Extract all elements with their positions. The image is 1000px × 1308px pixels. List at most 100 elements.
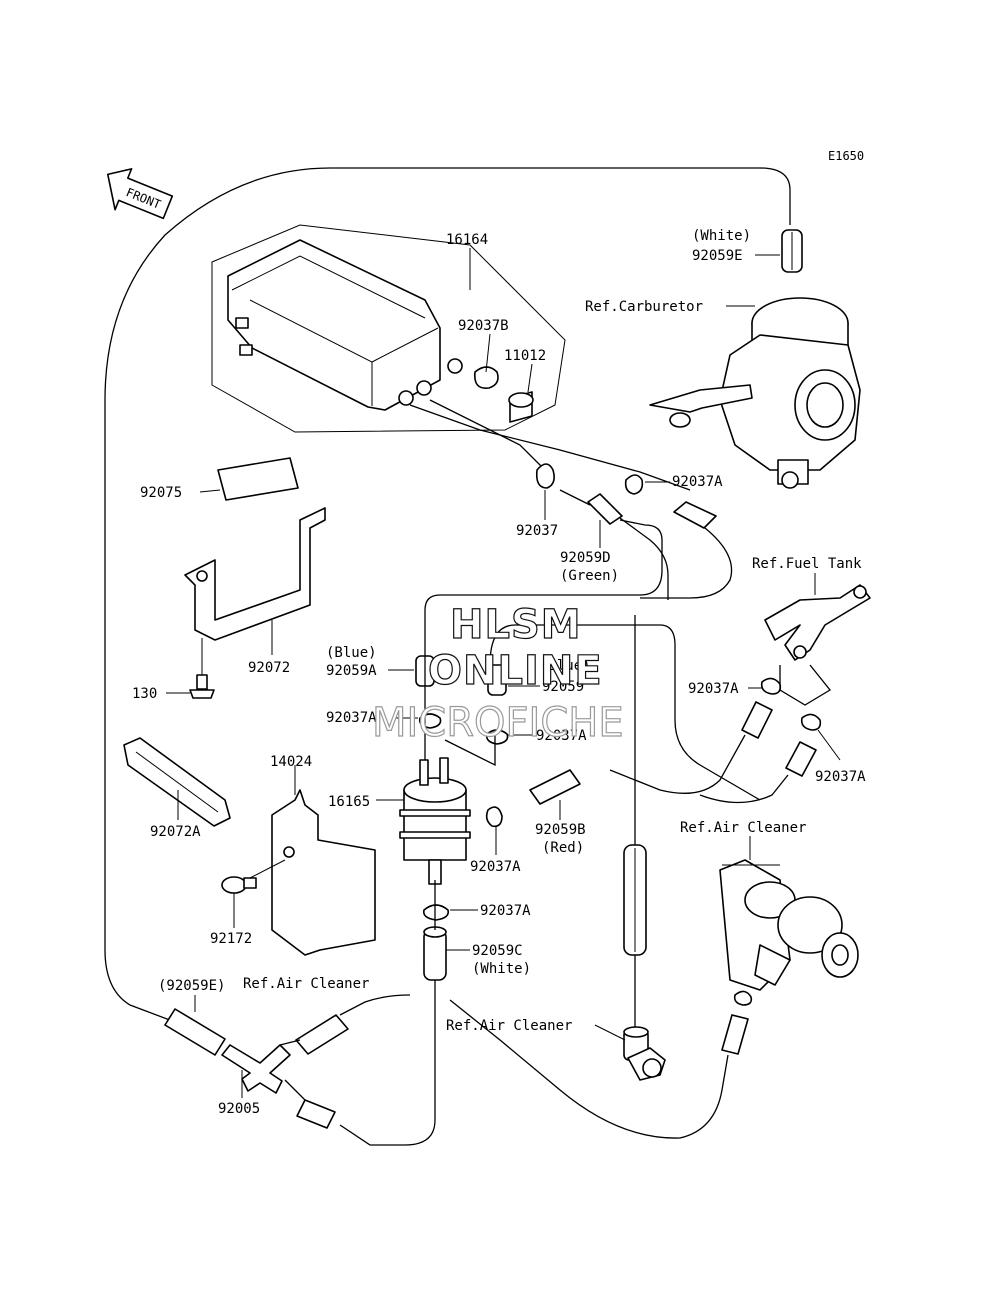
hose-pump-upper	[424, 519, 663, 760]
hose-carb-icon	[673, 501, 717, 529]
label-92059e-ref: (92059E)	[158, 978, 225, 994]
fuel-tank-fitting-icon	[764, 584, 871, 661]
hose-tank-lines	[609, 734, 789, 804]
canister-16164	[227, 239, 463, 411]
fuel-pump-16165	[399, 757, 471, 885]
hose-air-cleaner-left	[339, 994, 411, 1016]
bracket-92072-icon	[184, 507, 326, 641]
hose-92059e-ref-icon	[164, 1008, 226, 1056]
hose-canister-carb	[409, 404, 691, 491]
label-92059b-color: (Red)	[542, 840, 584, 856]
leader-92075	[199, 489, 221, 493]
clip-92037a-4-icon	[422, 904, 450, 921]
ref-carburetor: Ref.Carburetor	[585, 299, 703, 315]
label-11012: 11012	[504, 348, 546, 364]
label-92059e: 92059E	[692, 248, 743, 264]
watermark-line1: HLSM	[450, 602, 582, 648]
label-92059a: 92059A	[326, 663, 377, 679]
leader-92037b	[485, 333, 491, 373]
watermark-line2: ONLINE	[428, 648, 603, 694]
label-14024: 14024	[270, 754, 312, 770]
clip-92037a-5-icon	[624, 474, 644, 495]
leader-92037a-7	[817, 729, 841, 761]
air-cleaner-right-icon	[719, 859, 859, 1006]
label-92075: 92075	[140, 485, 182, 501]
clip-92037-icon	[535, 463, 555, 489]
hose-92059b-icon	[529, 769, 581, 805]
tee-92005-icon	[221, 1044, 291, 1094]
hose-92059c-line	[339, 880, 436, 1146]
hose-pump-upper2	[489, 624, 761, 801]
band-92072a-icon	[123, 737, 231, 827]
hose-tee-lines	[279, 1039, 306, 1101]
hose-pump-right	[444, 735, 496, 767]
label-92072a: 92072A	[150, 824, 201, 840]
label-92037: 92037	[516, 523, 558, 539]
label-92059c: 92059C	[472, 943, 523, 959]
bolt-130-icon	[189, 638, 215, 699]
label-92037a-7: 92037A	[815, 769, 866, 785]
hose-left-lower-icon	[296, 1099, 336, 1129]
watermark-line3: MICROFICHE	[372, 700, 624, 746]
leader-11012	[527, 363, 533, 393]
outer-loop-line	[104, 167, 791, 1023]
ref-air-cleaner-center: Ref.Air Cleaner	[446, 1018, 572, 1034]
label-92037a-6: 92037A	[688, 681, 739, 697]
hose-92059d-icon	[587, 493, 623, 525]
fuel-tank-branch	[779, 664, 831, 706]
clip-92037a-3-icon	[485, 806, 503, 828]
hose-92059c-icon	[423, 926, 447, 981]
front-arrow-icon: FRONT	[106, 168, 174, 220]
label-92072: 92072	[248, 660, 290, 676]
hose-carb-line	[640, 527, 733, 599]
hose-92059d-line	[559, 489, 669, 600]
hose-92059-icon	[487, 664, 507, 696]
label-92005: 92005	[218, 1101, 260, 1117]
clip-92037a-2-icon	[485, 729, 509, 745]
canister-group-outline	[211, 224, 566, 433]
label-92059e-color: (White)	[692, 228, 751, 244]
hose-aircleaner-right-line	[449, 999, 729, 1139]
label-92037a-4: 92037A	[480, 903, 531, 919]
clip-92037a-7-icon	[800, 713, 822, 731]
carburetor-icon	[649, 297, 861, 489]
pad-92075-icon	[217, 457, 299, 501]
clip-92037a-6-icon	[760, 677, 782, 695]
label-92037a-3: 92037A	[470, 859, 521, 875]
label-92037b: 92037B	[458, 318, 509, 334]
label-130: 130	[132, 686, 157, 702]
leader-air-cleaner-center	[594, 1024, 626, 1041]
hose-canister-down	[429, 399, 546, 471]
ref-air-cleaner-left: Ref.Air Cleaner	[243, 976, 369, 992]
label-92059a-color: (Blue)	[326, 645, 377, 661]
label-92059d-color: (Green)	[560, 568, 619, 584]
leader-92172-a	[249, 859, 286, 879]
ref-fuel-tank: Ref.Fuel Tank	[752, 556, 862, 572]
label-16164: 16164	[446, 232, 488, 248]
label-92059b: 92059B	[535, 822, 586, 838]
hose-92059e-icon	[781, 229, 803, 273]
diagram-code: E1650	[828, 149, 864, 163]
hose-tank-2-icon	[785, 741, 817, 777]
label-92059: 92059	[542, 679, 584, 695]
hose-tank-1-icon	[741, 701, 773, 739]
label-92059c-color: (White)	[472, 961, 531, 977]
ref-air-cleaner-right: Ref.Air Cleaner	[680, 820, 806, 836]
label-92037a-2: 92037A	[536, 728, 587, 744]
label-92059-color: (Blue)	[540, 658, 591, 674]
elbow-fitting-icon	[623, 1026, 666, 1081]
hose-aircleaner-right-icon	[721, 1014, 749, 1055]
label-16165: 16165	[328, 794, 370, 810]
cover-14024-icon	[271, 789, 376, 956]
label-92059d: 92059D	[560, 550, 611, 566]
screw-92172-icon	[221, 876, 257, 894]
label-92172: 92172	[210, 931, 252, 947]
watermark: HLSM ONLINE MICROFICHE	[371, 601, 624, 746]
hose-left-upper-icon	[295, 1014, 349, 1055]
label-92037a-1: 92037A	[326, 710, 377, 726]
cap-11012-icon	[508, 391, 534, 423]
label-92037a-5: 92037A	[672, 474, 723, 490]
hose-vertical-icon	[623, 844, 647, 956]
